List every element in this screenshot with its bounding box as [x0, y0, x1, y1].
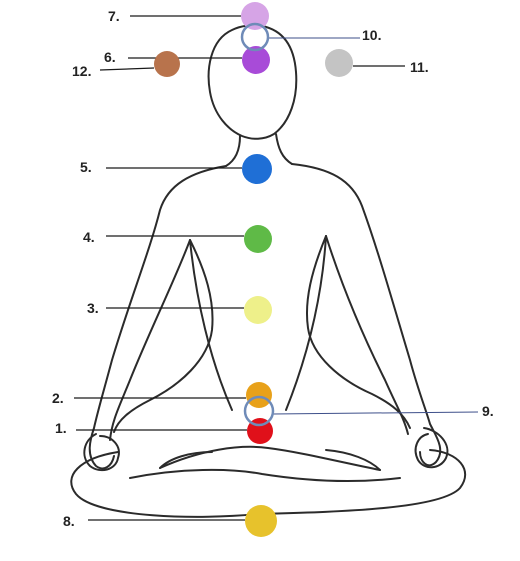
point-labels: 1. 2. 3. 4. 5. 6. 7. 8. 9. 10. 11. 12.	[52, 8, 494, 529]
head-outline	[207, 24, 298, 140]
label-p4: 4.	[83, 229, 95, 245]
label-p12: 12.	[72, 63, 91, 79]
right-arm-outline	[291, 163, 442, 467]
leader-lines	[74, 15, 479, 521]
point-markers	[154, 2, 353, 537]
marker-p3	[244, 296, 272, 324]
leader-line-p9	[272, 411, 479, 415]
marker-p12	[154, 51, 180, 77]
label-p3: 3.	[87, 300, 99, 316]
marker-p4	[244, 225, 272, 253]
legs-crossing	[159, 445, 381, 471]
label-p10: 10.	[362, 27, 381, 43]
label-p9: 9.	[482, 403, 494, 419]
marker-p5	[242, 154, 272, 184]
legs-crossing-lower	[129, 468, 401, 482]
torso-left	[189, 239, 233, 411]
label-p7: 7.	[108, 8, 120, 24]
marker-p8	[245, 505, 277, 537]
left-hand	[83, 433, 120, 472]
marker-p7	[241, 2, 269, 30]
marker-p9	[243, 395, 275, 427]
marker-p2	[246, 382, 272, 408]
torso-right	[285, 235, 327, 411]
seated-figure-outline	[70, 24, 467, 518]
marker-p10	[240, 22, 270, 52]
neck-outline-right	[275, 133, 293, 165]
left-forearm	[113, 239, 214, 433]
label-p5: 5.	[80, 159, 92, 175]
label-p6: 6.	[104, 49, 116, 65]
left-arm-outline	[88, 165, 227, 470]
label-p1: 1.	[55, 420, 67, 436]
neck-outline	[225, 135, 241, 167]
right-forearm	[305, 235, 411, 429]
ankle-left	[159, 451, 213, 469]
leader-line-p12	[99, 67, 155, 71]
right-inner-arm	[325, 235, 409, 435]
label-p11: 11.	[410, 59, 429, 75]
marker-p11	[325, 49, 353, 77]
right-hand	[414, 427, 449, 469]
ankle-right	[325, 449, 381, 471]
label-p2: 2.	[52, 390, 64, 406]
label-p8: 8.	[63, 513, 75, 529]
left-inner-arm	[109, 239, 191, 441]
marker-p6	[242, 46, 270, 74]
